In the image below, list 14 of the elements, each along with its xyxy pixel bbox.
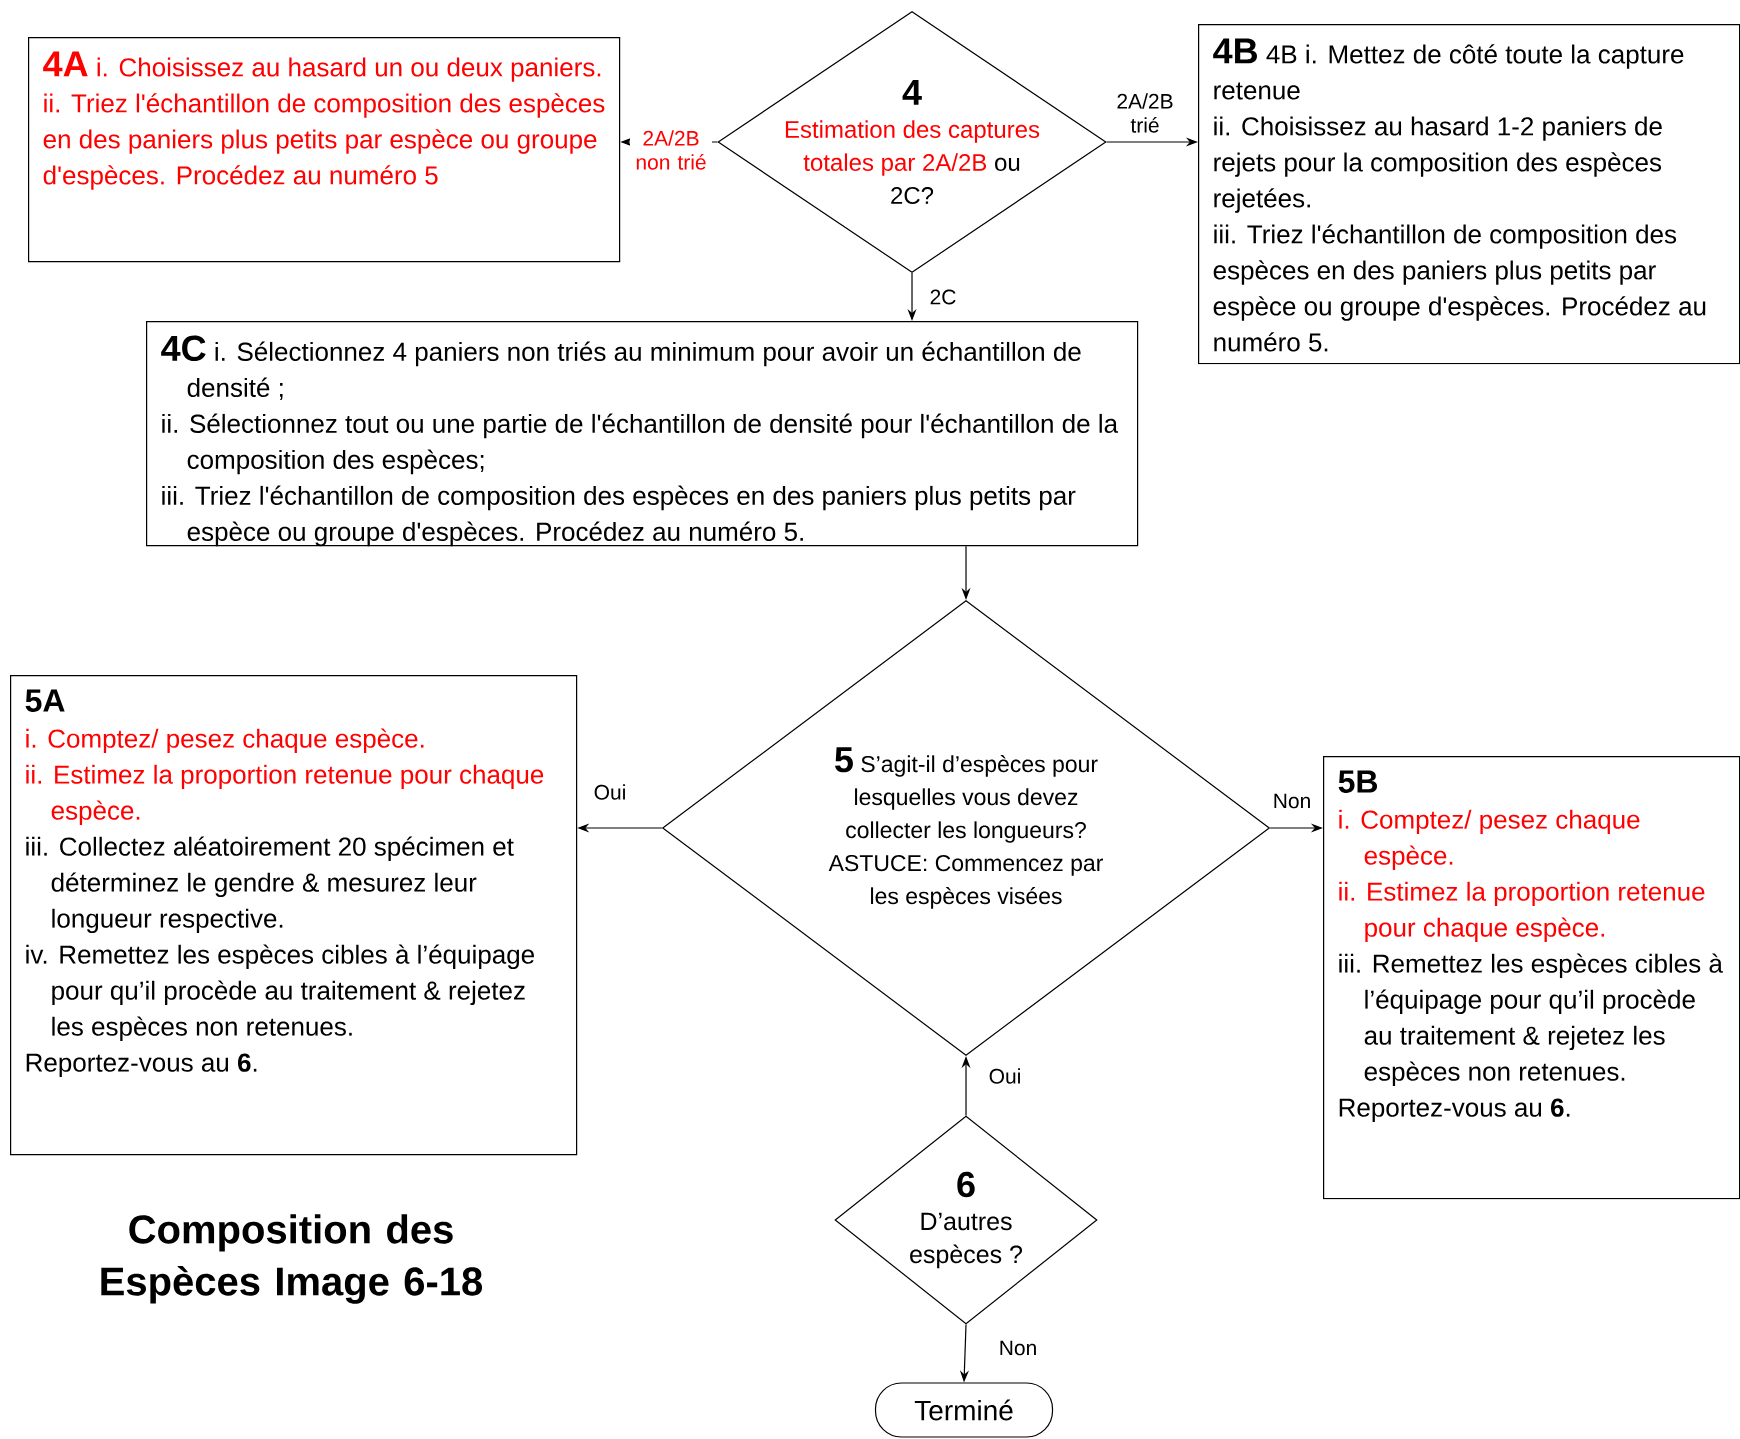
edge-label: 2A/2B non trié	[630, 129, 712, 171]
title: Composition des Espèces Image 6-18	[101, 1214, 483, 1304]
edge-label: Non	[997, 1339, 1039, 1357]
edge-label: 2A/2B trié	[1106, 92, 1184, 134]
process-box: 5A i. Comptez/ pesez chaque espèce. ii. Estimez la proportion retenue pour chaque espèce. iii. Collectez aléatoirement 20 spécimen et déterminez le gendre & mesurez leur longueur respective. iv. Remettez les espèces cibles à l’équipage pour qu’il procède au traitement & rejetez les espèces non retenues. Reportez-vous au 6.	[10, 675, 578, 1156]
edge-label: Oui	[592, 783, 628, 801]
process-box: 4A i. Choisissez au hasard un ou deux paniers. ii. Triez l'échantillon de composition des espèces en des paniers plus petits par espèce ou groupe d'espèces. Procédez au numéro 5	[28, 37, 621, 263]
edge-label: Non	[1271, 792, 1313, 810]
terminal-box: Terminé	[874, 1382, 1054, 1438]
edge-label: 2C	[928, 288, 958, 306]
process-box: 4B 4B i. Mettez de côté toute la capture retenue ii. Choisissez au hasard 1-2 paniers de rejets pour la composition des espèces rejetées. iii. Triez l'échantillon de composition des espèces en des paniers plus petits par espèce ou groupe d'espèces. Procédez au numéro 5.	[1198, 24, 1740, 365]
process-box: 5B i. Comptez/ pesez chaque espèce. ii. Estimez la proportion retenue pour chaque espèce. iii. Remettez les espèces cibles à l’équipage pour qu’il procède au traitement & rejetez les espèces non retenues. Reportez-vous au 6.	[1323, 756, 1740, 1200]
edge-label: Oui	[987, 1067, 1023, 1085]
process-box: 4C i. Sélectionnez 4 paniers non triés au minimum pour avoir un échantillon de densité ; ii. Sélectionnez tout ou une partie de l'échantillon de densité pour l'échantillon de la composition des espèces; iii. Triez l'échantillon de composition des espèces en des paniers plus petits par espèce ou groupe d'espèces. Procédez au numéro 5.	[146, 321, 1139, 547]
